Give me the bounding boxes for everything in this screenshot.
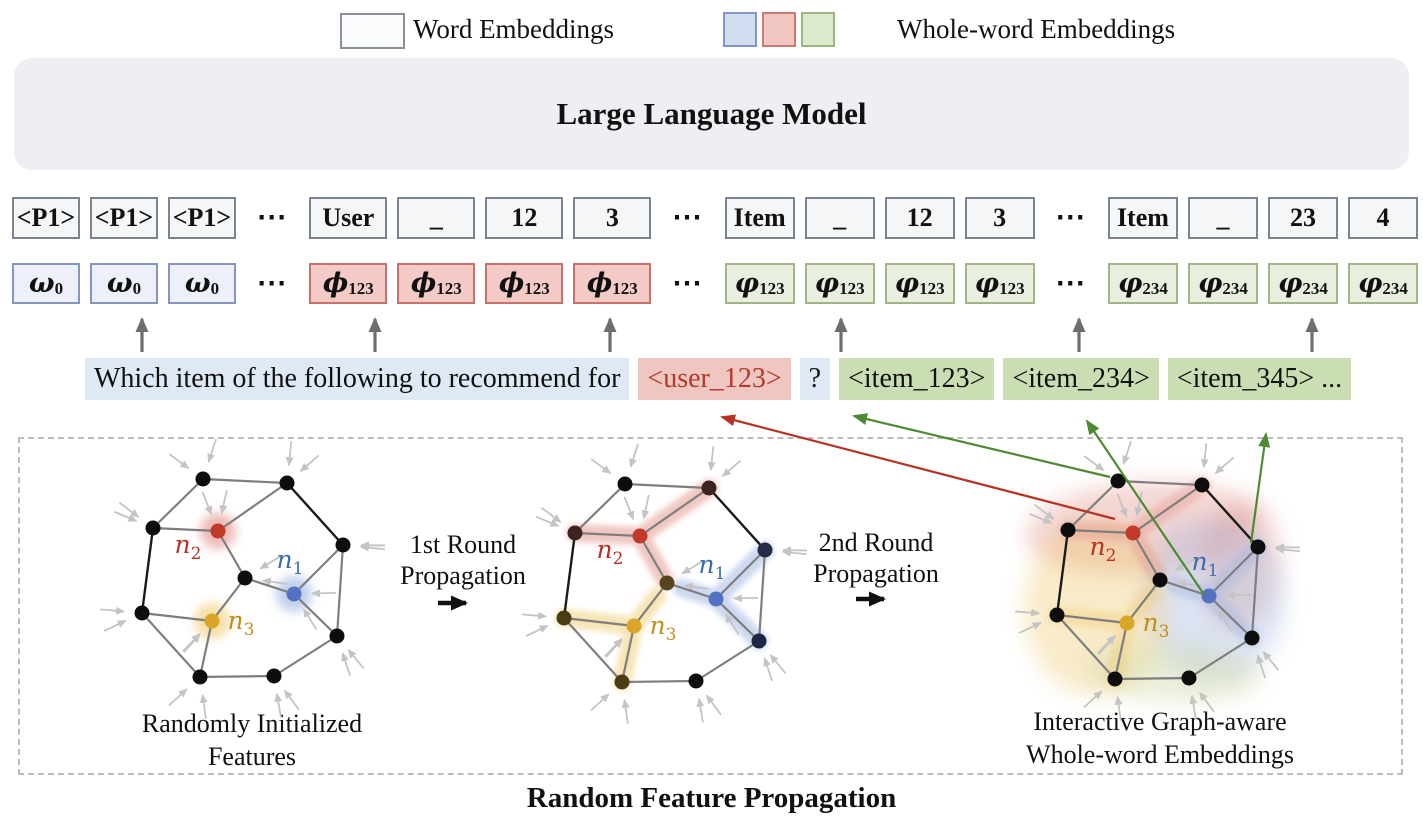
whole-word-swatch-blue-icon <box>723 12 757 47</box>
ellipsis-separator: ⋯ <box>256 201 289 234</box>
ellipsis-separator: ⋯ <box>671 201 704 234</box>
figure-title: Random Feature Propagation <box>526 782 897 814</box>
ellipsis-separator: ⋯ <box>1055 201 1088 234</box>
whole-word-swatch-red-icon <box>762 12 796 47</box>
token-box: 12 <box>884 196 955 239</box>
token-box: Item <box>724 196 795 239</box>
token-box: <P1> <box>12 196 80 239</box>
token-box: <P1> <box>168 196 236 239</box>
token-box: 12 <box>485 196 564 239</box>
token-box: Item <box>1107 196 1178 239</box>
token-group: <P1><P1><P1> <box>12 196 236 239</box>
token-box: 3 <box>964 196 1035 239</box>
token-box: _ <box>1187 196 1258 239</box>
ellipsis-separator: ⋯ <box>256 266 289 300</box>
prompt-segment: <item_234> <box>1003 358 1159 400</box>
token-box: 4 <box>1347 196 1418 239</box>
prompt-segment: <item_345> ... <box>1167 358 1352 400</box>
prompt-to-embedding-arrows <box>135 317 1319 352</box>
prompt-segment: ? <box>799 358 831 400</box>
propagation-panel <box>18 437 1403 775</box>
llm-title: Large Language Model <box>556 96 867 131</box>
token-box: <P1> <box>90 196 158 239</box>
word-embedding-swatch <box>340 13 405 49</box>
token-box: _ <box>397 196 476 239</box>
token-box: 23 <box>1267 196 1338 239</box>
ellipsis-separator: ⋯ <box>1055 266 1088 300</box>
word-embeddings-label: Word Embeddings <box>413 14 615 44</box>
ellipsis-separator: ⋯ <box>671 266 704 300</box>
prompt-row: Which item of the following to recommend… <box>85 358 1352 400</box>
prompt-segment: <item_123> <box>839 358 995 400</box>
token-box: User <box>309 196 388 239</box>
llm-box: Large Language Model <box>14 58 1409 170</box>
token-box: _ <box>804 196 875 239</box>
token-box: 3 <box>573 196 652 239</box>
prompt-segment: Which item of the following to recommend… <box>85 358 630 400</box>
whole-word-swatch-green-icon <box>801 12 835 47</box>
whole-word-embeddings-label: Whole-word Embeddings <box>897 14 1176 44</box>
prompt-segment: <user_123> <box>638 358 791 400</box>
